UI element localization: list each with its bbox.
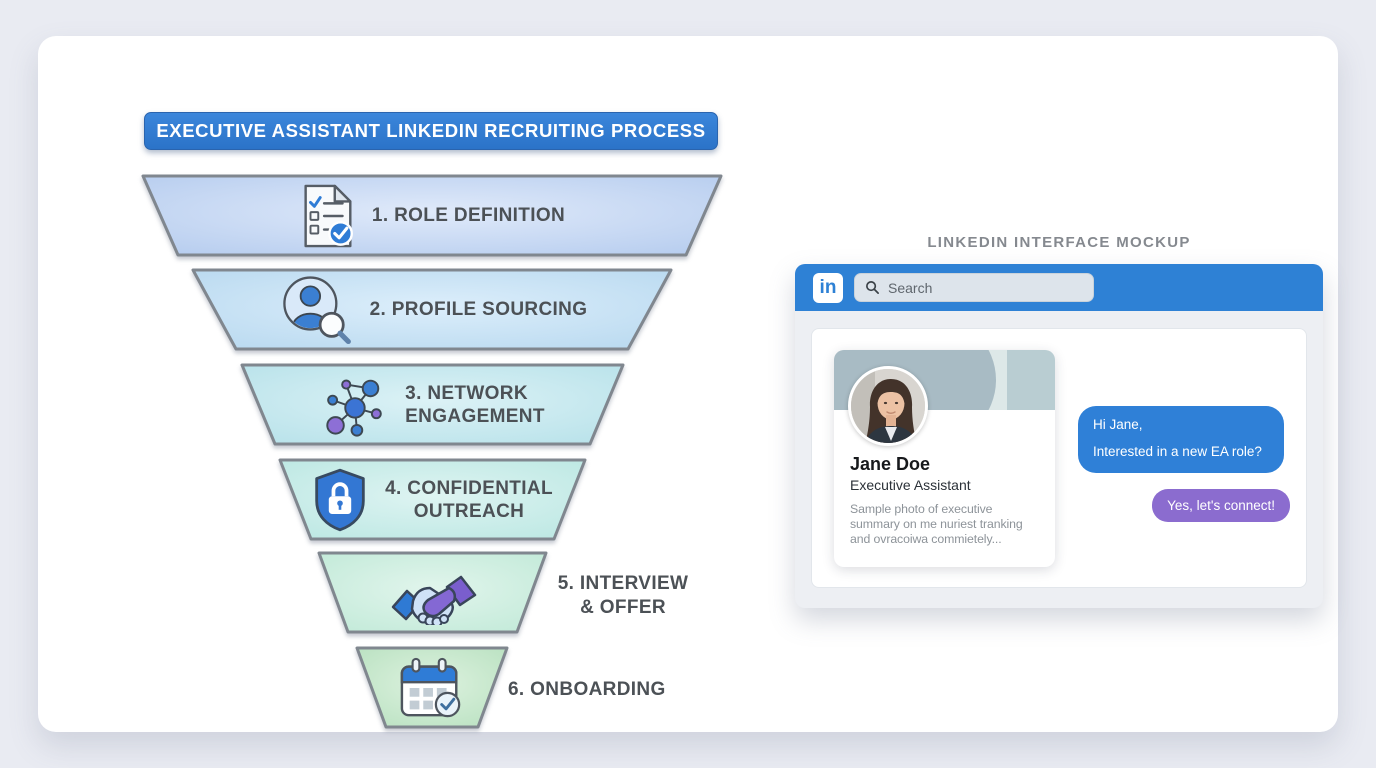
feed-panel: Jane Doe Executive Assistant Sample phot…: [811, 328, 1307, 588]
calendar-check-icon: [400, 657, 461, 717]
banner-shape-right: [1007, 350, 1055, 410]
network-icon: [326, 379, 382, 437]
shield-lock-icon: [315, 468, 365, 531]
avatar: [848, 366, 928, 446]
funnel-step-4: 4. CONFIDENTIAL OUTREACH: [276, 456, 589, 543]
linkedin-mockup-panel: in: [795, 264, 1323, 608]
handshake-icon: [391, 575, 476, 625]
funnel-step-3: 3. NETWORK ENGAGEMENT: [238, 361, 627, 448]
mockup-heading: LINKEDIN INTERFACE MOCKUP: [927, 234, 1191, 251]
search-input[interactable]: [888, 279, 1093, 296]
incoming-message-line2: Interested in a new EA role?: [1093, 444, 1262, 459]
funnel-step-5-label: 5. INTERVIEW & OFFER: [557, 573, 689, 618]
funnel-step-2: 2. PROFILE SOURCING: [189, 266, 675, 353]
profile-card: Jane Doe Executive Assistant Sample phot…: [834, 350, 1055, 567]
profile-search-icon: [282, 275, 351, 344]
funnel-step-1: 1. ROLE DEFINITION: [139, 172, 725, 259]
funnel-step-5: [315, 549, 550, 636]
incoming-message-bubble: Hi Jane, Interested in a new EA role?: [1078, 406, 1284, 473]
incoming-message-line1: Hi Jane,: [1093, 417, 1143, 432]
funnel-step-6: [353, 644, 511, 731]
profile-summary: Sample photo of executive summary on me …: [850, 502, 1023, 546]
funnel-step-3-label: 3. NETWORK ENGAGEMENT: [405, 382, 545, 427]
profile-name: Jane Doe: [850, 454, 931, 474]
funnel-step-6-label: 6. ONBOARDING: [508, 679, 666, 700]
linkedin-header: in: [795, 264, 1323, 311]
profile-title: Executive Assistant: [850, 477, 971, 493]
reply-message-label: Yes, let's connect!: [1167, 498, 1275, 513]
funnel-step-2-label: 2. PROFILE SOURCING: [369, 299, 588, 320]
process-title-banner: EXECUTIVE ASSISTANT LINKEDIN RECRUITING …: [144, 112, 718, 150]
process-title: EXECUTIVE ASSISTANT LINKEDIN RECRUITING …: [156, 120, 706, 141]
checklist-document-icon: [304, 184, 353, 247]
linkedin-logo: in: [813, 273, 843, 303]
reply-message-bubble[interactable]: Yes, let's connect!: [1152, 489, 1290, 522]
search-bar[interactable]: [854, 273, 1094, 302]
content-card: EXECUTIVE ASSISTANT LINKEDIN RECRUITING …: [38, 36, 1338, 732]
funnel-step-1-label: 1. ROLE DEFINITION: [371, 205, 566, 226]
portrait-illustration: [851, 369, 925, 443]
funnel-step-1-shape: [141, 174, 723, 257]
funnel-step-4-label: 4. CONFIDENTIAL OUTREACH: [385, 477, 553, 522]
search-icon: [866, 281, 879, 294]
